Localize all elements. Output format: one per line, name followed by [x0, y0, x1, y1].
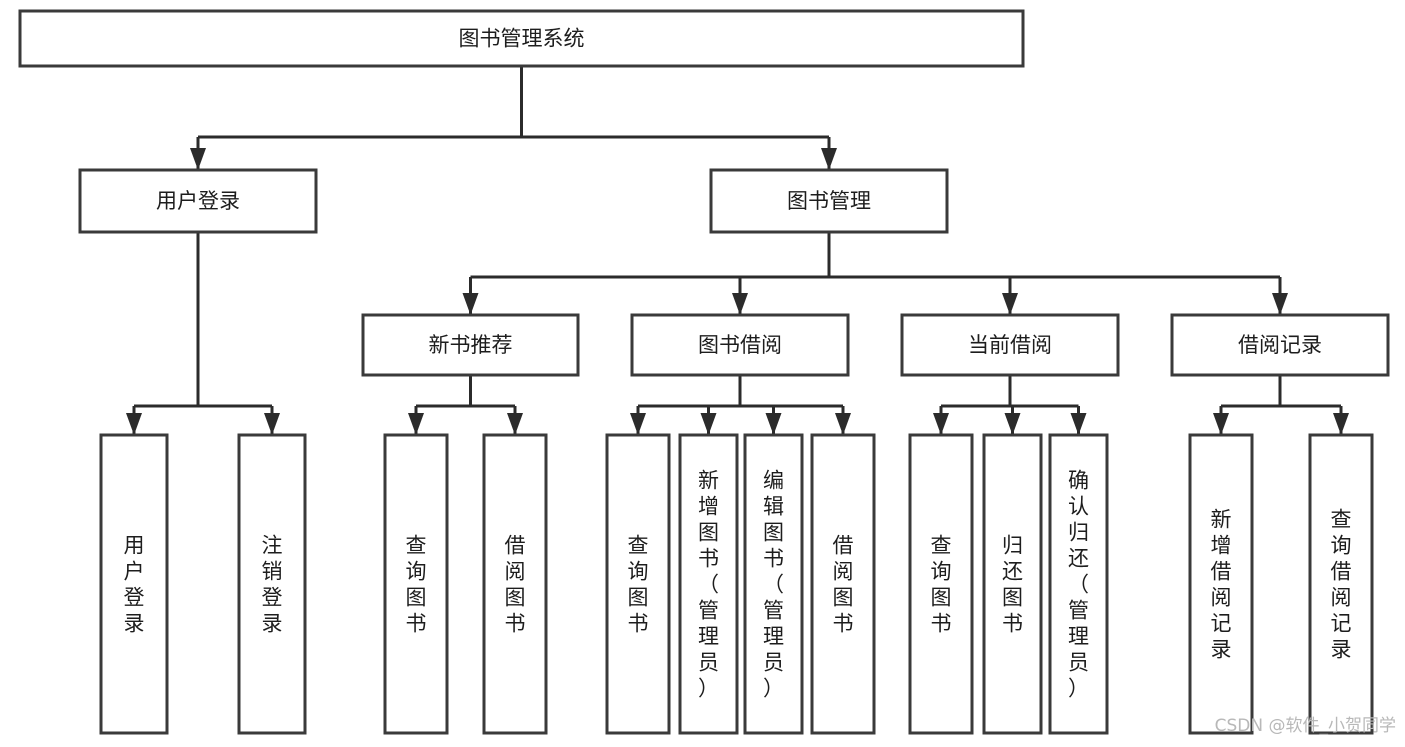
node-label: 借阅记录 — [1238, 333, 1322, 357]
node-box[interactable] — [810, 433, 876, 735]
node-label: 新书推荐 — [429, 333, 513, 357]
diagram-node[interactable]: 查询借阅记录 — [1308, 433, 1374, 735]
arrow-head-icon — [765, 413, 782, 435]
node-box[interactable] — [908, 433, 974, 735]
csdn-watermark: CSDN @软件_小贺同学 — [1215, 716, 1396, 736]
node-label: 图书管理系统 — [459, 27, 585, 51]
diagram-node[interactable]: 用户登录 — [78, 168, 318, 234]
node-box[interactable] — [1188, 433, 1254, 735]
node-box[interactable] — [1308, 433, 1374, 735]
node-label: 查询图书 — [628, 533, 649, 635]
node-label: 用户登录 — [124, 533, 145, 635]
arrow-head-icon — [821, 148, 837, 170]
diagram-node[interactable]: 图书管理 — [709, 168, 949, 234]
node-label: 当前借阅 — [968, 333, 1052, 357]
arrow-head-icon — [1002, 293, 1018, 315]
arrow-head-icon — [264, 413, 280, 435]
node-box[interactable] — [1048, 433, 1109, 735]
node-box[interactable] — [982, 433, 1043, 735]
diagram-node[interactable]: 查询图书 — [908, 433, 974, 735]
node-box[interactable] — [1170, 313, 1390, 377]
node-label: 借阅图书 — [833, 533, 854, 635]
node-box[interactable] — [630, 313, 850, 377]
node-label: 归还图书 — [1002, 533, 1023, 635]
diagram-node[interactable]: 当前借阅 — [900, 313, 1120, 377]
diagram-node[interactable]: 借阅图书 — [810, 433, 876, 735]
node-box[interactable] — [900, 313, 1120, 377]
node-label: 新增图书（管理员） — [698, 468, 719, 700]
diagram-node[interactable]: 归还图书 — [982, 433, 1043, 735]
node-box[interactable] — [18, 9, 1025, 68]
node-box[interactable] — [709, 168, 949, 234]
node-label: 借阅图书 — [505, 533, 526, 635]
arrow-head-icon — [1070, 413, 1087, 435]
diagram-node[interactable]: 查询图书 — [605, 433, 671, 735]
connector-layer — [126, 66, 1349, 435]
diagram-node[interactable]: 确认归还（管理员） — [1048, 433, 1109, 735]
arrow-head-icon — [630, 413, 646, 435]
node-label: 确认归还（管理员） — [1068, 468, 1089, 700]
arrow-head-icon — [408, 413, 424, 435]
diagram-node[interactable]: 用户登录 — [99, 433, 169, 735]
arrow-head-icon — [700, 413, 717, 435]
node-box[interactable] — [361, 313, 580, 377]
node-label: 查询图书 — [931, 533, 952, 635]
diagram-node[interactable]: 查询图书 — [383, 433, 449, 735]
diagram-node[interactable]: 借阅图书 — [482, 433, 548, 735]
arrow-head-icon — [1272, 293, 1288, 315]
node-label: 新增借阅记录 — [1211, 507, 1232, 661]
node-box[interactable] — [743, 433, 804, 735]
arrow-head-icon — [190, 148, 206, 170]
diagram-node[interactable]: 编辑图书（管理员） — [743, 433, 804, 735]
arrow-head-icon — [462, 293, 479, 315]
arrow-head-icon — [933, 413, 949, 435]
node-box[interactable] — [482, 433, 548, 735]
arrow-head-icon — [1004, 413, 1021, 435]
node-box[interactable] — [99, 433, 169, 735]
node-box[interactable] — [605, 433, 671, 735]
arrow-head-icon — [835, 413, 851, 435]
node-box[interactable] — [78, 168, 318, 234]
node-box[interactable] — [383, 433, 449, 735]
node-label: 注销登录 — [262, 533, 283, 635]
node-label: 编辑图书（管理员） — [763, 468, 784, 700]
arrow-head-icon — [1333, 413, 1349, 435]
arrow-head-icon — [1213, 413, 1229, 435]
diagram-node[interactable]: 新书推荐 — [361, 313, 580, 377]
arrow-head-icon — [507, 413, 523, 435]
node-box[interactable] — [237, 433, 307, 735]
diagram-node[interactable]: 图书借阅 — [630, 313, 850, 377]
arrow-head-icon — [732, 293, 748, 315]
diagram-node[interactable]: 图书管理系统 — [18, 9, 1025, 68]
node-label: 图书借阅 — [698, 333, 782, 357]
node-label: 用户登录 — [156, 189, 240, 213]
node-box[interactable] — [678, 433, 739, 735]
diagram-node[interactable]: 新增图书（管理员） — [678, 433, 739, 735]
node-label: 查询借阅记录 — [1331, 507, 1352, 661]
diagram-node[interactable]: 借阅记录 — [1170, 313, 1390, 377]
node-layer: 图书管理系统用户登录图书管理新书推荐图书借阅当前借阅借阅记录用户登录注销登录查询… — [18, 9, 1390, 735]
arrow-head-icon — [126, 413, 142, 435]
diagram-node[interactable]: 新增借阅记录 — [1188, 433, 1254, 735]
node-label: 图书管理 — [787, 189, 871, 213]
diagram-node[interactable]: 注销登录 — [237, 433, 307, 735]
node-label: 查询图书 — [406, 533, 427, 635]
